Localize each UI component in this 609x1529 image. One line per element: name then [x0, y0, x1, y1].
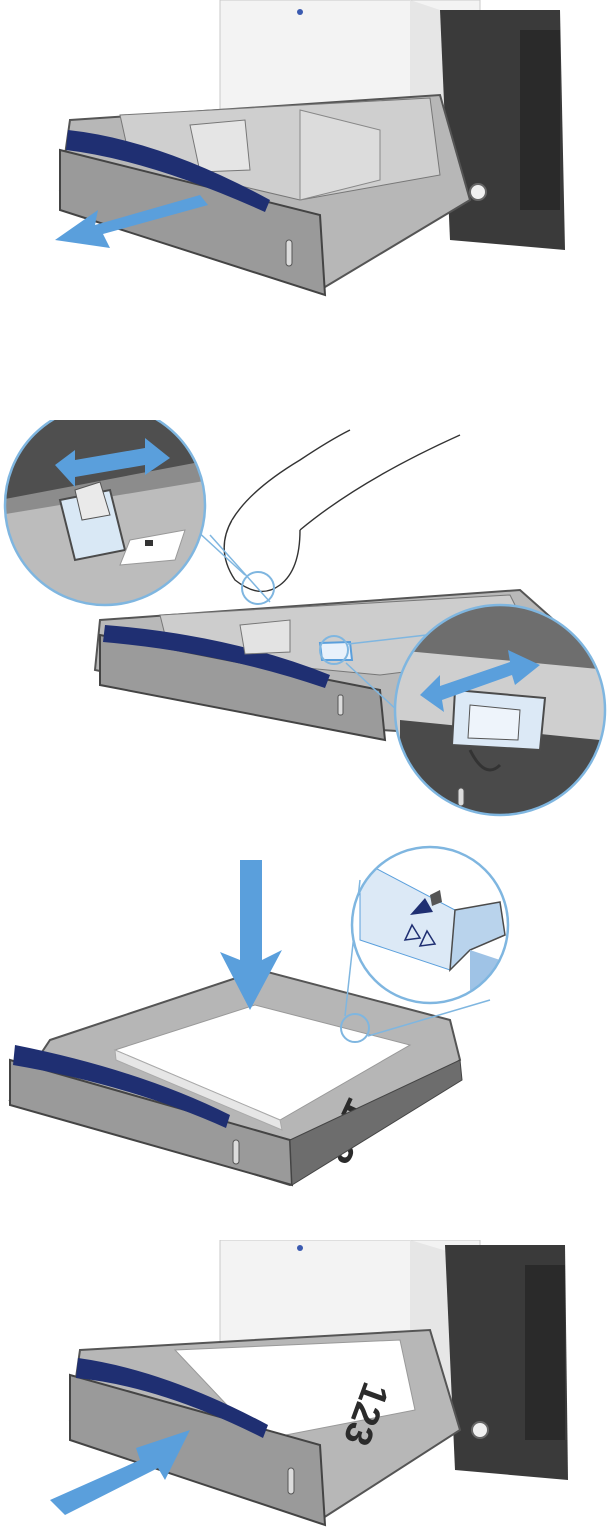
tray-indicator-icon — [287, 1467, 295, 1495]
callout-line — [209, 534, 271, 603]
step-3-load-paper-illustration: 123 — [0, 840, 609, 1200]
tray-side-panel — [289, 1059, 463, 1186]
printer-button-icon — [469, 183, 487, 201]
hand-outline — [231, 429, 351, 521]
printer-logo-icon — [297, 9, 303, 15]
hand-icon — [223, 519, 301, 593]
step-1-open-tray-illustration — [0, 0, 609, 330]
paper-height-marker-zoom-callout — [350, 845, 510, 1005]
pull-out-arrow-icon — [55, 195, 208, 248]
step-4-close-tray-illustration: 123 — [0, 1240, 609, 1529]
left-guide-zoom-callout — [3, 420, 207, 607]
zoom-target-ring — [340, 1013, 370, 1043]
left-right-arrow-icon-2 — [420, 650, 540, 712]
right-guide-zoom-callout — [393, 603, 607, 817]
open-tray-svg — [55, 0, 565, 297]
tray-width-guide — [239, 619, 291, 655]
tray-length-guide — [299, 109, 381, 201]
load-paper-svg: 123 — [8, 845, 510, 1187]
close-tray-svg: 123 — [50, 1240, 568, 1527]
zoom-target-ring — [241, 571, 275, 605]
step-2-adjust-guides-illustration — [0, 420, 609, 820]
tray-indicator-icon — [337, 694, 344, 716]
tray-indicator-icon — [232, 1139, 240, 1165]
paper-edge — [114, 1049, 283, 1131]
zoom-target-ring-2 — [319, 635, 349, 665]
tray-paper-guide — [189, 119, 251, 173]
tray-handle — [66, 130, 270, 212]
callout-line — [367, 999, 491, 1037]
tray-handle — [13, 1045, 230, 1128]
printer-button-icon — [471, 1421, 489, 1439]
adjust-guides-svg — [3, 420, 607, 817]
printer-side-shadow — [520, 30, 560, 210]
printer-side-shadow — [525, 1265, 565, 1440]
tray-handle — [103, 625, 330, 688]
tray-handle — [76, 1358, 268, 1438]
push-in-arrow-icon — [50, 1430, 190, 1515]
printer-logo-icon — [297, 1245, 303, 1251]
tray-indicator-icon — [285, 239, 293, 267]
push-down-arrow-icon — [220, 860, 282, 1010]
arm-outline — [299, 434, 461, 531]
left-right-arrow-icon — [55, 438, 170, 487]
